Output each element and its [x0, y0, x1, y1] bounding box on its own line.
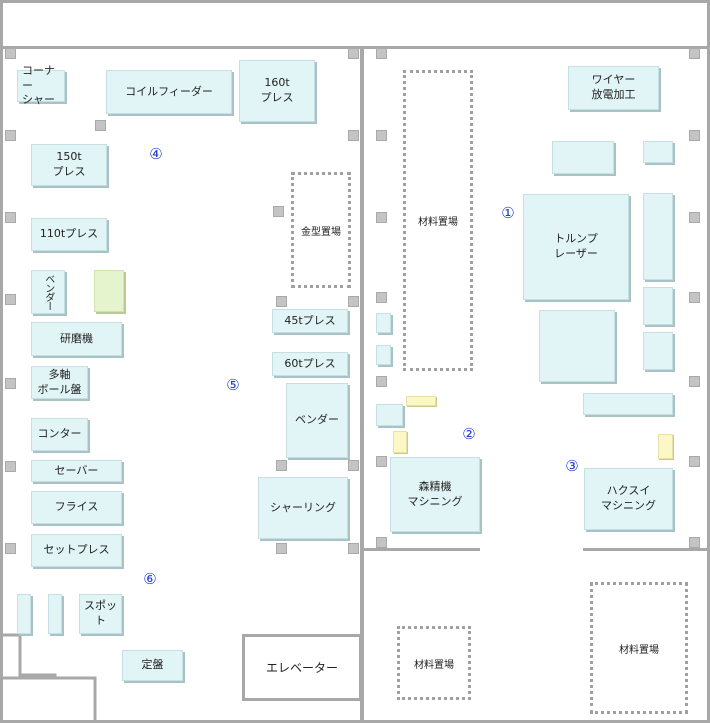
outer-wall-top	[0, 0, 710, 3]
machine-shearing[interactable]: シャーリング	[258, 477, 348, 539]
mid-wall-right	[583, 548, 710, 551]
machine-right-3[interactable]	[643, 193, 673, 280]
column	[689, 130, 700, 141]
machine-set-press[interactable]: セットプレス	[31, 534, 122, 567]
machine-rack-1[interactable]	[17, 594, 31, 634]
outer-wall-bottom	[0, 720, 710, 723]
column	[95, 120, 106, 131]
column	[348, 130, 359, 141]
column	[348, 543, 359, 554]
column	[689, 292, 700, 303]
column	[5, 48, 16, 59]
machine-right-5[interactable]	[539, 310, 615, 382]
column	[376, 130, 387, 141]
machine-right-4[interactable]	[643, 287, 673, 325]
machine-corner-shear[interactable]: コーナー シャー	[17, 64, 65, 106]
upper-wall	[0, 46, 710, 49]
column	[348, 296, 359, 307]
column	[689, 537, 700, 548]
machine-multi-axis-drill[interactable]: 多軸 ボール盤	[31, 366, 88, 399]
machine-wire-edm[interactable]: ワイヤー 放電加工	[568, 66, 659, 110]
zone-number-2: ②	[462, 425, 476, 443]
machine-160t-press[interactable]: 160t プレス	[239, 60, 315, 122]
column	[276, 296, 287, 307]
machine-right-1[interactable]	[552, 141, 614, 174]
machine-small-1[interactable]	[376, 313, 391, 333]
zone-number-1: ①	[501, 204, 515, 222]
machine-surface-plate[interactable]: 定盤	[122, 650, 183, 681]
column	[376, 212, 387, 223]
machine-150t-press[interactable]: 150t プレス	[31, 144, 107, 186]
zone-number-6: ⑥	[143, 570, 157, 588]
mid-wall-center	[360, 548, 480, 551]
column	[689, 48, 700, 59]
outer-wall-right	[707, 0, 710, 723]
column	[5, 378, 16, 389]
material-storage-center[interactable]: 材料置場	[403, 70, 473, 371]
machine-small-2[interactable]	[376, 345, 391, 365]
column	[376, 456, 387, 467]
column	[5, 543, 16, 554]
machine-bender[interactable]: ベンダー	[286, 383, 348, 458]
column	[5, 294, 16, 305]
highlight-area-yellow-2	[393, 431, 407, 453]
machine-haxei-machining[interactable]: ハクスイ マシニング	[584, 468, 673, 530]
column	[376, 537, 387, 548]
machine-45t-press[interactable]: 45tプレス	[272, 309, 348, 333]
column	[348, 460, 359, 471]
highlight-area-yellow-3	[658, 434, 673, 459]
stair-entrance-lines	[0, 633, 97, 723]
machine-right-2[interactable]	[643, 141, 673, 163]
column	[376, 292, 387, 303]
elevator[interactable]: エレベーター	[242, 634, 362, 701]
material-storage-right[interactable]: 材料置場	[590, 582, 688, 714]
highlight-area-yellow-1	[406, 396, 436, 406]
center-divider-wall	[360, 46, 364, 723]
machine-coil-feeder[interactable]: コイルフィーダー	[106, 70, 232, 114]
zone-number-5: ⑤	[226, 376, 240, 394]
machine-right-6[interactable]	[643, 332, 673, 370]
outer-wall-left	[0, 0, 3, 723]
material-storage-bottom[interactable]: 材料置場	[397, 626, 471, 700]
column	[689, 212, 700, 223]
column	[5, 130, 16, 141]
machine-morisei-machining[interactable]: 森精機 マシニング	[390, 457, 480, 532]
column	[376, 376, 387, 387]
machine-saver[interactable]: セーバー	[31, 460, 122, 482]
column	[5, 212, 16, 223]
column	[5, 461, 16, 472]
column	[376, 48, 387, 59]
machine-rack-2[interactable]	[48, 594, 62, 634]
machine-bender-small[interactable]: ベンダー	[31, 270, 65, 314]
machine-contour[interactable]: コンター	[31, 418, 88, 451]
machine-milling[interactable]: フライス	[31, 491, 122, 524]
machine-grinder[interactable]: 研磨機	[31, 322, 122, 356]
column	[689, 456, 700, 467]
machine-60t-press[interactable]: 60tプレス	[272, 352, 348, 376]
machine-right-7[interactable]	[583, 393, 673, 415]
column	[348, 48, 359, 59]
highlight-area-green	[94, 270, 124, 312]
zone-number-4: ④	[149, 145, 163, 163]
die-storage[interactable]: 金型置場	[291, 172, 351, 288]
machine-trumpf-laser[interactable]: トルンプ レーザー	[523, 194, 629, 300]
column	[689, 376, 700, 387]
column	[273, 206, 284, 217]
column	[276, 543, 287, 554]
machine-small-3[interactable]	[376, 404, 403, 426]
zone-number-3: ③	[565, 457, 579, 475]
machine-spot-welder[interactable]: スポット	[79, 594, 122, 634]
column	[276, 460, 287, 471]
machine-110t-press[interactable]: 110tプレス	[31, 218, 107, 251]
